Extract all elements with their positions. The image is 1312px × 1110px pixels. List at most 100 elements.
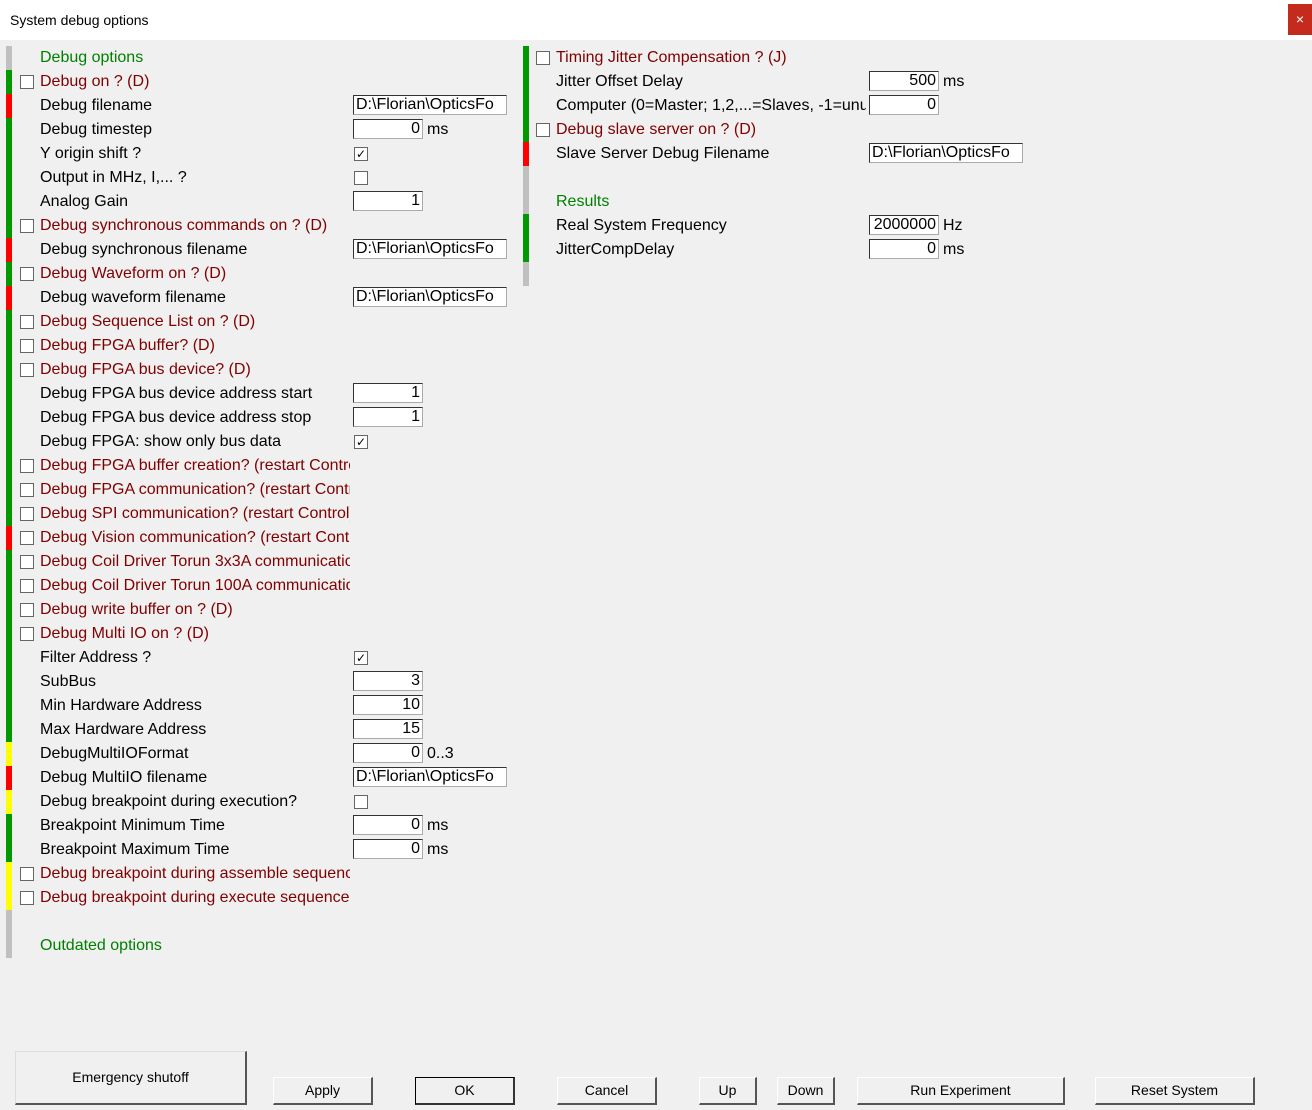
vision-communication-checkbox[interactable] xyxy=(20,531,34,545)
row-max-hw: Max Hardware Address 15 xyxy=(0,718,520,742)
coil-3x3a-checkbox[interactable] xyxy=(20,555,34,569)
section-header-results: Results xyxy=(556,193,610,210)
status-bar xyxy=(6,646,12,670)
status-bar xyxy=(6,814,12,838)
row-fpga-communication: Debug FPGA communication? (restart Contr… xyxy=(0,478,520,502)
debug-slave-checkbox[interactable] xyxy=(536,123,550,137)
row-fpga-show-bus: Debug FPGA: show only bus data ✓ xyxy=(0,430,520,454)
status-bar xyxy=(6,286,12,310)
status-bar xyxy=(6,334,12,358)
bp-assemble-checkbox[interactable] xyxy=(20,867,34,881)
fpga-communication-checkbox[interactable] xyxy=(20,483,34,497)
fpga-show-bus-checkbox[interactable]: ✓ xyxy=(354,435,368,449)
write-buffer-label: Debug write buffer on ? (D) xyxy=(40,601,233,618)
analog-gain-label: Analog Gain xyxy=(40,193,129,210)
coil-3x3a-label: Debug Coil Driver Torun 3x3A communicati… xyxy=(40,553,350,570)
status-bar xyxy=(6,766,12,790)
row-debug-waveform-on: Debug Waveform on ? (D) xyxy=(0,262,520,286)
emergency-shutoff-button[interactable]: Emergency shutoff xyxy=(15,1051,247,1105)
row-jitter-offset: Jitter Offset Delay 500 ms xyxy=(520,70,1040,94)
min-hw-input[interactable]: 10 xyxy=(353,695,423,715)
coil-100a-label: Debug Coil Driver Torun 100A communicati… xyxy=(40,577,350,594)
row-bp-min: Breakpoint Minimum Time 0 ms xyxy=(0,814,520,838)
fpga-communication-label: Debug FPGA communication? (restart Contr… xyxy=(40,481,350,498)
multi-io-format-input[interactable]: 0 xyxy=(353,743,423,763)
section-header-outdated: Outdated options xyxy=(40,937,162,954)
reset-system-button[interactable]: Reset System xyxy=(1095,1077,1255,1105)
filter-address-checkbox[interactable]: ✓ xyxy=(354,651,368,665)
fpga-addr-stop-label: Debug FPGA bus device address stop xyxy=(40,409,312,426)
output-mhz-checkbox[interactable] xyxy=(354,171,368,185)
jitter-offset-input[interactable]: 500 xyxy=(869,71,939,91)
unit-ms: ms xyxy=(943,73,965,90)
bp-execute-checkbox[interactable] xyxy=(20,891,34,905)
close-button[interactable]: × xyxy=(1288,4,1312,35)
row-multi-io-format: DebugMultiIOFormat 0 0..3 xyxy=(0,742,520,766)
cancel-button[interactable]: Cancel xyxy=(557,1077,657,1105)
subbus-input[interactable]: 3 xyxy=(353,671,423,691)
row-computer: Computer (0=Master; 1,2,...=Slaves, -1=u… xyxy=(520,94,1040,118)
status-bar xyxy=(6,430,12,454)
row-fpga-buffer-creation: Debug FPGA buffer creation? (restart Con… xyxy=(0,454,520,478)
row-fpga-addr-stop: Debug FPGA bus device address stop 1 xyxy=(0,406,520,430)
analog-gain-input[interactable]: 1 xyxy=(353,191,423,211)
bp-min-input[interactable]: 0 xyxy=(353,815,423,835)
jitter-comp-input[interactable]: 0 xyxy=(869,239,939,259)
timing-jitter-label: Timing Jitter Compensation ? (J) xyxy=(556,49,787,66)
computer-input[interactable]: 0 xyxy=(869,95,939,115)
status-bar xyxy=(523,166,529,190)
max-hw-input[interactable]: 15 xyxy=(353,719,423,739)
fpga-addr-start-input[interactable]: 1 xyxy=(353,383,423,403)
row-spacer-right-bottom xyxy=(520,262,540,286)
row-debug-fpga-bus-device: Debug FPGA bus device? (D) xyxy=(0,358,520,382)
row-header-outdated: Outdated options xyxy=(0,934,520,958)
debug-filename-input[interactable]: D:\Florian\OpticsFo xyxy=(353,95,507,115)
bp-execute-label: Debug breakpoint during execute sequence xyxy=(40,889,350,906)
breakpoint-exec-checkbox[interactable] xyxy=(354,795,368,809)
row-output-mhz: Output in MHz, I,... ? xyxy=(0,166,520,190)
apply-button[interactable]: Apply xyxy=(273,1077,373,1105)
fpga-addr-stop-input[interactable]: 1 xyxy=(353,407,423,427)
debug-waveform-on-checkbox[interactable] xyxy=(20,267,34,281)
up-button[interactable]: Up xyxy=(699,1077,757,1105)
status-bar xyxy=(6,358,12,382)
row-debug-slave: Debug slave server on ? (D) xyxy=(520,118,1040,142)
row-debug-sync-commands: Debug synchronous commands on ? (D) xyxy=(0,214,520,238)
slave-filename-input[interactable]: D:\Florian\OpticsFo xyxy=(869,143,1023,163)
y-origin-shift-checkbox[interactable]: ✓ xyxy=(354,147,368,161)
slave-filename-label: Slave Server Debug Filename xyxy=(556,145,770,162)
debug-waveform-filename-input[interactable]: D:\Florian\OpticsFo xyxy=(353,287,507,307)
fpga-buffer-creation-label: Debug FPGA buffer creation? (restart Con… xyxy=(40,457,350,474)
multi-io-format-range: 0..3 xyxy=(427,745,454,762)
options-panel: Debug options Debug on ? (D) Debug filen… xyxy=(0,40,1312,1110)
multi-io-checkbox[interactable] xyxy=(20,627,34,641)
status-bar xyxy=(523,142,529,166)
debug-on-checkbox[interactable] xyxy=(20,75,34,89)
debug-timestep-input[interactable]: 0 xyxy=(353,119,423,139)
write-buffer-checkbox[interactable] xyxy=(20,603,34,617)
spi-communication-checkbox[interactable] xyxy=(20,507,34,521)
status-bar xyxy=(6,502,12,526)
bp-max-input[interactable]: 0 xyxy=(353,839,423,859)
debug-sync-commands-checkbox[interactable] xyxy=(20,219,34,233)
down-button[interactable]: Down xyxy=(777,1077,835,1105)
title-bar: System debug options × xyxy=(0,0,1312,41)
debug-sync-filename-input[interactable]: D:\Florian\OpticsFo xyxy=(353,239,507,259)
status-bar xyxy=(6,382,12,406)
debug-fpga-bus-device-checkbox[interactable] xyxy=(20,363,34,377)
multi-io-filename-input[interactable]: D:\Florian\OpticsFo xyxy=(353,767,507,787)
coil-100a-checkbox[interactable] xyxy=(20,579,34,593)
fpga-buffer-creation-checkbox[interactable] xyxy=(20,459,34,473)
status-bar xyxy=(6,670,12,694)
min-hw-label: Min Hardware Address xyxy=(40,697,202,714)
ok-button[interactable]: OK xyxy=(415,1077,515,1105)
status-bar xyxy=(6,886,12,910)
debug-fpga-buffer-checkbox[interactable] xyxy=(20,339,34,353)
real-freq-input[interactable]: 2000000 xyxy=(869,215,939,235)
status-bar xyxy=(6,454,12,478)
debug-sequence-list-checkbox[interactable] xyxy=(20,315,34,329)
subbus-label: SubBus xyxy=(40,673,97,690)
run-experiment-button[interactable]: Run Experiment xyxy=(857,1077,1065,1105)
timing-jitter-checkbox[interactable] xyxy=(536,51,550,65)
unit-ms: ms xyxy=(427,817,449,834)
